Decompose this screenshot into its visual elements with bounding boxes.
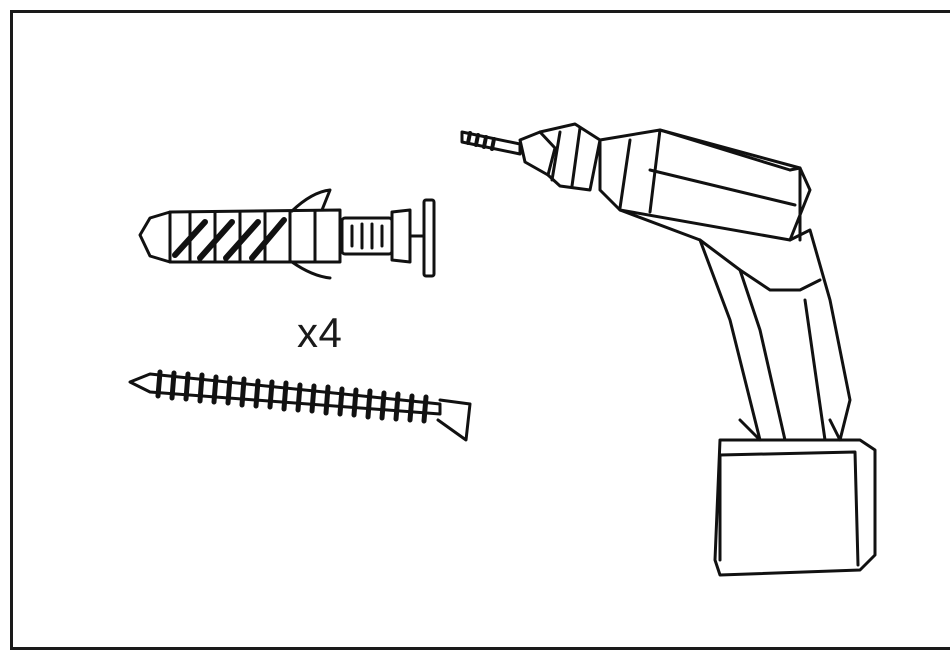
parts-illustration — [128, 122, 877, 577]
quantity-label: x4 — [297, 309, 343, 356]
screw-icon — [128, 369, 472, 442]
drill-icon — [460, 122, 877, 577]
wall-anchor-icon — [138, 188, 436, 280]
